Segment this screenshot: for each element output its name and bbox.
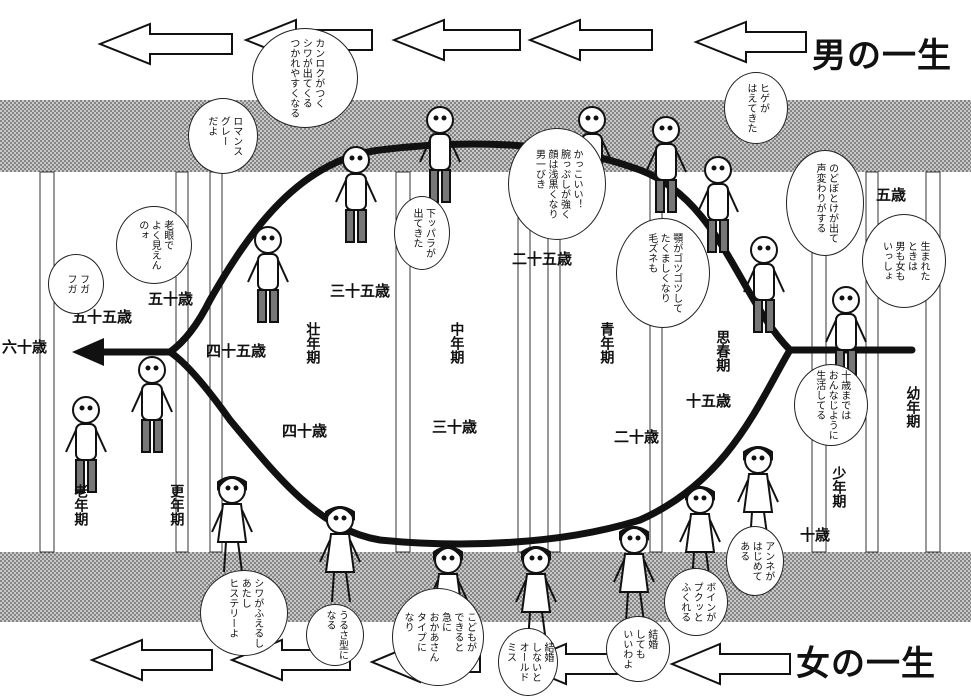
bubble-breasts: ボインが プクッと ふくれる [664,568,728,636]
male-glasses-figure [131,356,173,453]
age-sixty: 六十歳 [2,338,48,356]
bubble-glasses: 老眼で よく見えん のォ [116,206,192,284]
age-twenty: 二十歳 [614,428,660,446]
bubble-mother-type: こどもが できると 急に おかあさん タイプに なり [392,588,484,686]
period-menopause: 更年期 [168,484,185,526]
female-mature-figure [515,546,557,643]
age-twenty-five: 二十五歳 [512,250,573,268]
bubble-born-same: 生まれた ときは 男も女も いっしょ [862,214,946,308]
bubble-until-ten: 十歳までは おんなじように 生活してる [794,364,868,446]
lower-tone-band [0,552,971,622]
female-puberty-figure [679,486,721,583]
period-boyhood: 少年期 [830,466,847,508]
age-forty-five: 四十五歳 [206,342,267,360]
bubble-cool: かっこいい！ 腕っぷしが強く 顔は浅黒くなり 男一びき [508,128,606,240]
female-arc [166,346,794,548]
female-child-figure [737,446,779,543]
period-infancy: 幼年期 [904,386,921,428]
bubble-fuga: フガ フガ [48,254,104,314]
bubble-chin: 顎がゴツゴツして たくましくなり 毛ズネも [616,218,710,328]
male-old-figure [65,396,107,493]
bubble-first-period: アンネが はじめて ある [726,526,784,596]
period-youth: 青年期 [598,322,615,364]
bubble-belly: 下ッパラが 出てきた [394,196,450,270]
bubble-gray: ロマンス グレー だよ [188,98,258,174]
male-teen-figure [645,116,687,213]
female-life-title: 女の一生 [796,644,936,684]
female-heavy-figure [319,506,361,603]
male-gray-figure [247,226,289,323]
age-fifty: 五十歳 [148,290,194,308]
age-fifty-five: 五十五歳 [72,308,133,326]
age-thirty-five: 三十五歳 [330,282,391,300]
bubble-nagging: うるさ型に なる [306,604,364,666]
age-forty: 四十歳 [282,422,328,440]
male-arrows [97,18,807,66]
period-middle: 中年期 [448,322,465,364]
bubble-hysteria: シワがふえるし あたし ヒステリーよ [200,570,288,656]
male-beard-figure [697,156,739,253]
period-puberty: 思春期 [714,330,731,372]
bubble-beard: ヒゲが はえてきた [724,72,788,144]
age-ten: 十歳 [800,526,831,544]
female-aging-figure [211,476,253,573]
female-young-figure [613,526,655,623]
bubble-voice-change: のどぼとけが出て 声変わりがする [786,150,864,256]
bubble-wrinkles: カンロクがつく シワが出てくる つかれやすくなる [252,28,358,128]
period-old-age: 老年期 [72,484,89,526]
male-belly-figure [419,106,461,203]
period-prime: 壮年期 [304,322,321,364]
male-life-title: 男の一生 [812,36,952,76]
age-five: 五歳 [876,186,907,204]
end-arrowhead [72,338,104,366]
male-puberty-figure [743,236,785,333]
male-stout-figure [335,146,377,243]
age-fifteen: 十五歳 [686,392,732,410]
bubble-old-miss: 結婚 しないと オールド ミス [498,628,558,696]
bubble-marry: 結婚 しても いいわよ [606,616,670,682]
age-thirty: 三十歳 [432,418,478,436]
